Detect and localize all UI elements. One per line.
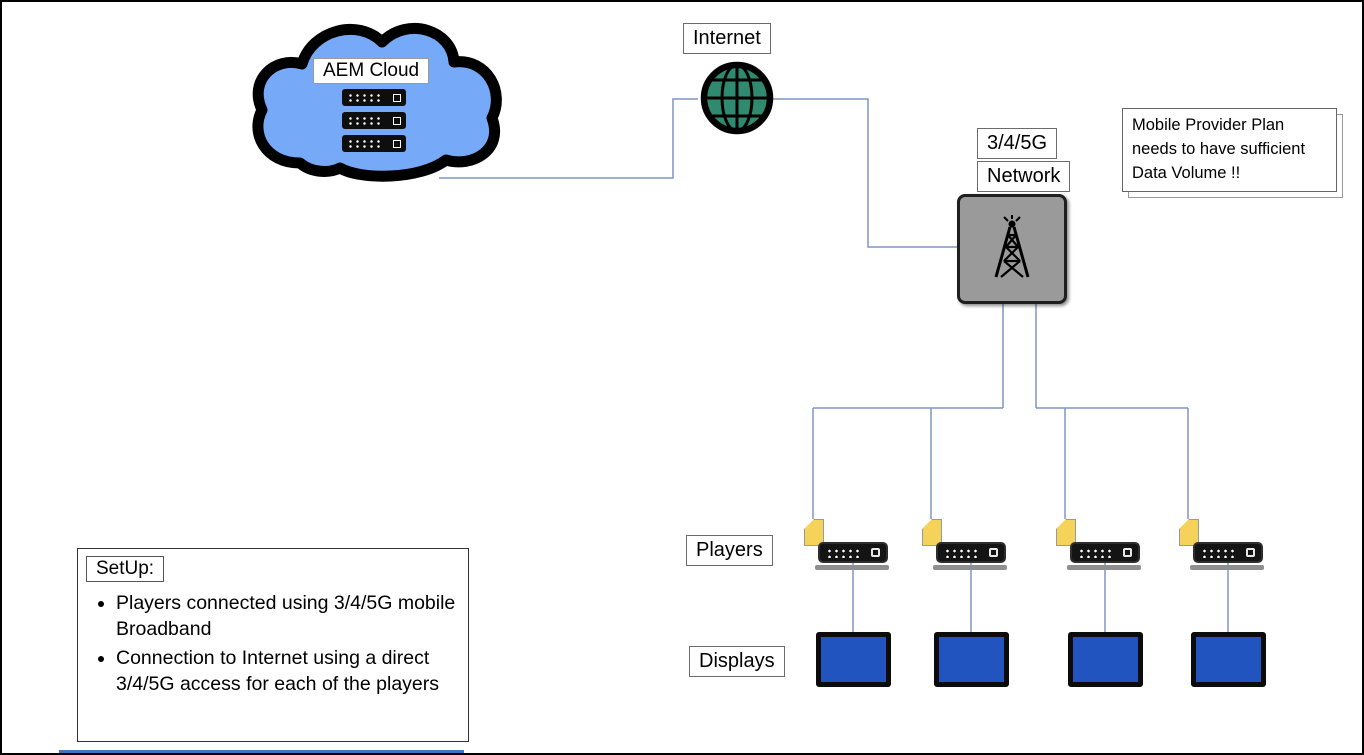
setup-bullet-item: Connection to Internet using a direct 3/… [116,646,460,697]
setup-bullet-item: Players connected using 3/4/5G mobile Br… [116,591,460,642]
server-port-icon [393,139,401,148]
server-icon [342,112,406,129]
mobile-provider-note: Mobile Provider Plan needs to have suffi… [1122,108,1337,192]
sim-card-icon [922,519,942,546]
player-port-icon [871,548,880,557]
network-label-line1: 3/4/5G [977,128,1058,159]
server-port-icon [393,93,401,102]
player-port-icon [1123,548,1132,557]
display-icon [1191,632,1266,687]
player-port-icon [1246,548,1255,557]
server-dots-icon [347,138,381,149]
sim-card-icon [804,519,824,546]
network-label-line2: Network [977,161,1071,192]
server-dots-icon [347,115,381,126]
internet-globe-icon [700,61,774,135]
display-icon [1068,632,1143,687]
player-shadow [815,565,889,570]
displays-label: Displays [689,646,785,677]
server-dots-icon [347,92,381,103]
setup-title: SetUp: [86,556,165,582]
setup-bullet-list: Players connected using 3/4/5G mobile Br… [94,591,460,698]
player-box-icon [818,542,888,563]
sim-card-icon [1056,519,1076,546]
player-dots-icon [1201,547,1235,558]
display-icon [816,632,891,687]
server-icon [342,89,406,106]
player-shadow [1067,565,1141,570]
player-port-icon [989,548,998,557]
cloud-label: AEM Cloud [313,58,430,84]
display-icon [934,632,1009,687]
mobile-network-node [957,194,1067,304]
server-port-icon [393,116,401,125]
internet-label: Internet [683,23,771,54]
player-dots-icon [826,547,860,558]
player-box-icon [936,542,1006,563]
player-shadow [1190,565,1264,570]
player-dots-icon [1078,547,1112,558]
player-box-icon [1193,542,1263,563]
bottom-accent-line [59,750,464,753]
server-icon [342,135,406,152]
setup-note-box: SetUp: Players connected using 3/4/5G mo… [77,548,469,742]
player-box-icon [1070,542,1140,563]
sim-card-icon [1179,519,1199,546]
link-internet-to-network [773,98,958,248]
players-label: Players [686,535,773,566]
cell-tower-icon [994,215,1030,278]
player-shadow [933,565,1007,570]
player-dots-icon [944,547,978,558]
